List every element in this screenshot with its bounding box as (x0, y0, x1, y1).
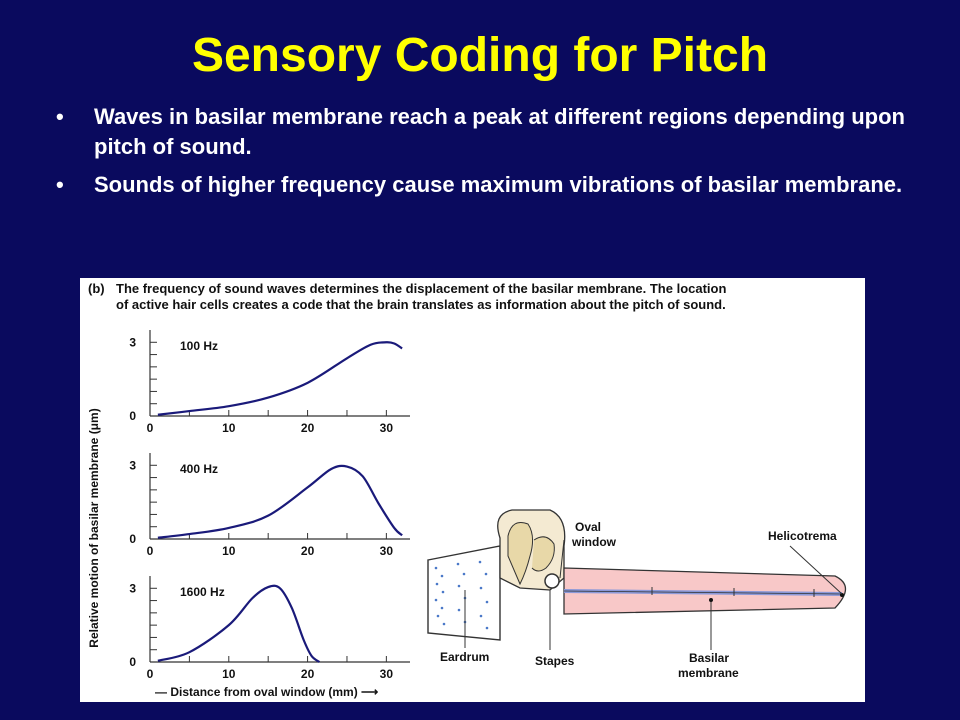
series-label: 100 Hz (180, 339, 218, 353)
series-label: 400 Hz (180, 462, 218, 476)
eardrum-dots (434, 560, 489, 630)
x-tick-label: 30 (380, 544, 394, 558)
series-line (157, 584, 321, 663)
x-tick-label: 20 (301, 421, 315, 435)
stapes-bone (531, 536, 555, 572)
bullet-item: • Sounds of higher frequency cause maxim… (56, 170, 916, 200)
figure-canvas: (b) The frequency of sound waves determi… (87, 281, 847, 699)
x-tick-label: 0 (147, 544, 154, 558)
bullet-marker: • (56, 104, 64, 129)
x-axis-label: — Distance from oval window (mm) ⟶ (155, 685, 378, 699)
series-line (157, 464, 403, 539)
y-tick-label: 3 (129, 458, 136, 472)
y-tick-label: 0 (129, 409, 136, 423)
bullet-text: Waves in basilar membrane reach a peak a… (94, 104, 905, 159)
ear-diagram: Oval window Helicotrema Eardrum Stapes B… (427, 509, 847, 680)
y-tick-label: 3 (129, 335, 136, 349)
stapes-label: Stapes (535, 654, 575, 668)
bullet-item: • Waves in basilar membrane reach a peak… (56, 102, 916, 162)
oval-window-label-2: window (571, 535, 617, 549)
textbook-figure: (b) The frequency of sound waves determi… (80, 278, 865, 702)
figure-caption-line-2: of active hair cells creates a code that… (116, 297, 726, 312)
bullet-list: • Waves in basilar membrane reach a peak… (56, 102, 916, 208)
x-axis-label-text: Distance from oval window (mm) (170, 685, 357, 699)
y-axis-label: Relative motion of basilar membrane (μm) (87, 408, 101, 647)
x-tick-label: 30 (380, 667, 394, 681)
y-tick-label: 0 (129, 532, 136, 546)
series-line (157, 341, 403, 416)
x-tick-label: 0 (147, 667, 154, 681)
x-tick-label: 20 (301, 667, 315, 681)
slide-title: Sensory Coding for Pitch (191, 29, 769, 82)
bullet-text: Sounds of higher frequency cause maximum… (94, 172, 903, 197)
series-label: 1600 Hz (180, 585, 225, 599)
x-tick-label: 30 (380, 421, 394, 435)
y-tick-label: 3 (129, 581, 136, 595)
bullet-marker: • (56, 172, 64, 197)
x-tick-label: 20 (301, 544, 315, 558)
oval-window (544, 573, 560, 589)
figure-caption-line-1: The frequency of sound waves determines … (116, 281, 726, 296)
x-tick-label: 10 (222, 667, 236, 681)
eardrum-label: Eardrum (440, 650, 489, 664)
basilar-label-2: membrane (678, 666, 739, 680)
basilar-label-1: Basilar (689, 651, 729, 665)
panel-letter: (b) (88, 281, 105, 296)
x-tick-label: 10 (222, 421, 236, 435)
oval-window-label-1: Oval (575, 520, 601, 534)
x-tick-label: 0 (147, 421, 154, 435)
ear-canal (427, 545, 501, 641)
y-tick-label: 0 (129, 655, 136, 669)
helicotrema-label: Helicotrema (768, 529, 837, 543)
x-tick-label: 10 (222, 544, 236, 558)
ossicles (507, 522, 534, 586)
